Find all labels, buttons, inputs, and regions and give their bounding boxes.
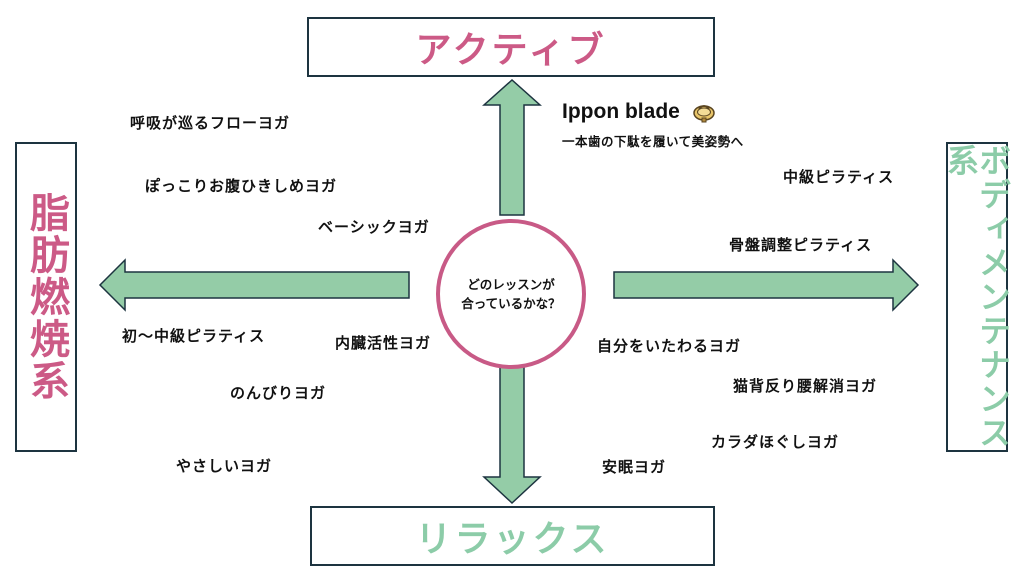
pole-body-maintenance-label: ボディメンテナンス系 — [942, 144, 1012, 450]
lesson-item: カラダほぐしヨガ — [711, 433, 840, 451]
lesson-item: 骨盤調整ピラティス — [729, 236, 873, 254]
center-question-circle: どのレッスンが 合っているかな？ — [436, 219, 586, 369]
lesson-item: 呼吸が巡るフローヨガ — [130, 114, 291, 132]
lesson-item: 猫背反り腰解消ヨガ — [733, 377, 878, 395]
brand-name: Ippon blade — [562, 100, 680, 123]
lesson-item: 初〜中級ピラティス — [122, 327, 266, 345]
pole-active-label: アクティブ — [415, 30, 607, 71]
pole-relax-label: リラックス — [415, 519, 610, 560]
brand-subtitle: 一本歯の下駄を履いて美姿勢へ — [562, 134, 744, 149]
arrow-up — [482, 78, 542, 216]
lesson-item: のんびりヨガ — [230, 384, 327, 402]
lesson-item: 安眠ヨガ — [602, 458, 667, 476]
pole-relax-box: リラックス — [310, 506, 715, 566]
lesson-item: 自分をいたわるヨガ — [597, 337, 742, 355]
brand-title: Ippon blade — [562, 100, 716, 124]
arrow-down — [482, 361, 542, 505]
center-question-line1: どのレッスンが — [467, 276, 555, 292]
arrow-right — [613, 258, 920, 312]
pole-body-maintenance-box: ボディメンテナンス系 — [942, 142, 1012, 452]
lesson-item: ベーシックヨガ — [318, 218, 430, 236]
geta-sandal-icon — [692, 105, 715, 123]
arrow-left — [98, 258, 410, 312]
center-question-line2: 合っているかな？ — [461, 296, 561, 311]
lesson-item: 内臓活性ヨガ — [335, 334, 432, 352]
lesson-item: 中級ピラティス — [783, 168, 895, 186]
lesson-item: やさしいヨガ — [176, 457, 273, 475]
pole-fat-burning-box: 脂肪燃焼系 — [15, 142, 77, 452]
pole-fat-burning-label: 脂肪燃焼系 — [23, 192, 69, 402]
pole-active-box: アクティブ — [307, 17, 715, 77]
lesson-item: ぽっこりお腹ひきしめヨガ — [145, 177, 338, 195]
